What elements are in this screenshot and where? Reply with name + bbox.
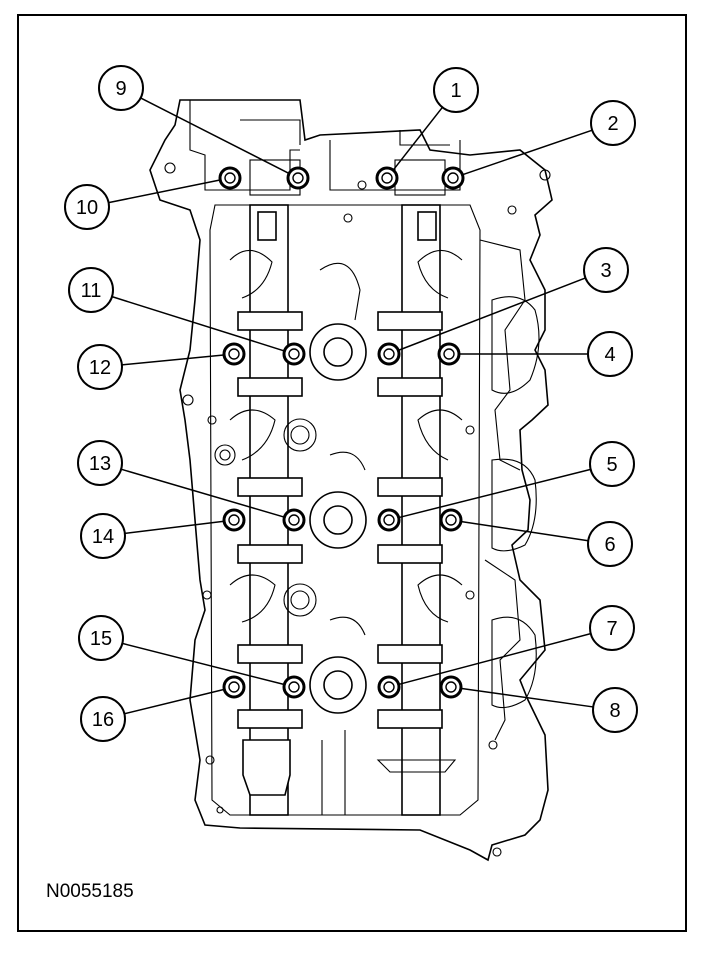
callout-label-9: 9: [115, 78, 126, 100]
leader-line-5: [397, 468, 591, 519]
leader-line-11: [111, 295, 286, 353]
bolt-center-8: [445, 681, 457, 693]
callout-circle-10: [64, 184, 110, 230]
bolt-center-1: [381, 172, 393, 184]
bolt-center-15: [288, 681, 300, 693]
leader-lines: [108, 97, 594, 715]
callout-label-14: 14: [92, 526, 114, 548]
figure-id: N0055185: [46, 881, 134, 902]
callout-circle-16: [80, 696, 126, 742]
bolt-center-10: [224, 172, 236, 184]
callout-circle-12: [77, 344, 123, 390]
leader-line-16: [124, 688, 226, 715]
callout-label-3: 3: [600, 260, 611, 282]
leader-line-14: [124, 520, 226, 535]
callout-label-5: 5: [606, 454, 617, 476]
callout-circle-9: [98, 65, 144, 111]
leader-line-3: [397, 277, 586, 352]
bolt-center-6: [445, 514, 457, 526]
bolt-center-9: [292, 172, 304, 184]
callout-label-6: 6: [604, 534, 615, 556]
callout-label-2: 2: [607, 113, 618, 135]
callout-label-12: 12: [89, 357, 111, 379]
bolt-center-4: [443, 348, 455, 360]
leader-line-10: [108, 179, 222, 204]
callout-circle-8: [592, 687, 638, 733]
callout-circle-4: [587, 331, 633, 377]
cylinder-head-illustration: [149, 99, 553, 862]
callout-circle-13: [77, 440, 123, 486]
figure-border: [17, 14, 687, 932]
bolt-center-5: [383, 514, 395, 526]
bolt-center-12: [228, 348, 240, 360]
callout-circle-1: [433, 67, 479, 113]
callout-label-4: 4: [604, 344, 615, 366]
callout-label-15: 15: [90, 628, 112, 650]
callout-circle-6: [587, 521, 633, 567]
bolt-center-11: [288, 348, 300, 360]
callout-circle-5: [589, 441, 635, 487]
callout-label-13: 13: [89, 453, 111, 475]
bolt-center-16: [228, 681, 240, 693]
leader-line-13: [120, 468, 286, 519]
leader-line-12: [121, 354, 226, 366]
bolt-center-13: [288, 514, 300, 526]
callout-circle-11: [68, 267, 114, 313]
callout-circle-3: [583, 247, 629, 293]
callout-circle-2: [590, 100, 636, 146]
leader-line-1: [391, 106, 444, 172]
leader-line-2: [461, 129, 593, 176]
callout-label-7: 7: [606, 618, 617, 640]
leader-line-9: [140, 97, 291, 175]
bolt-center-7: [383, 681, 395, 693]
bolt-center-2: [447, 172, 459, 184]
leader-line-6: [459, 520, 589, 542]
callout-label-1: 1: [450, 80, 461, 102]
callout-circle-15: [78, 615, 124, 661]
callout-circle-14: [80, 513, 126, 559]
leader-line-15: [122, 642, 286, 686]
callout-label-11: 11: [81, 280, 102, 302]
callout-label-16: 16: [92, 709, 114, 731]
leader-line-7: [397, 632, 591, 686]
callout-label-8: 8: [609, 700, 620, 722]
bolt-center-3: [383, 348, 395, 360]
callout-circle-7: [589, 605, 635, 651]
bolt-group: [218, 166, 465, 699]
leader-line-8: [459, 687, 594, 708]
bolt-center-14: [228, 514, 240, 526]
callout-label-10: 10: [76, 197, 98, 219]
